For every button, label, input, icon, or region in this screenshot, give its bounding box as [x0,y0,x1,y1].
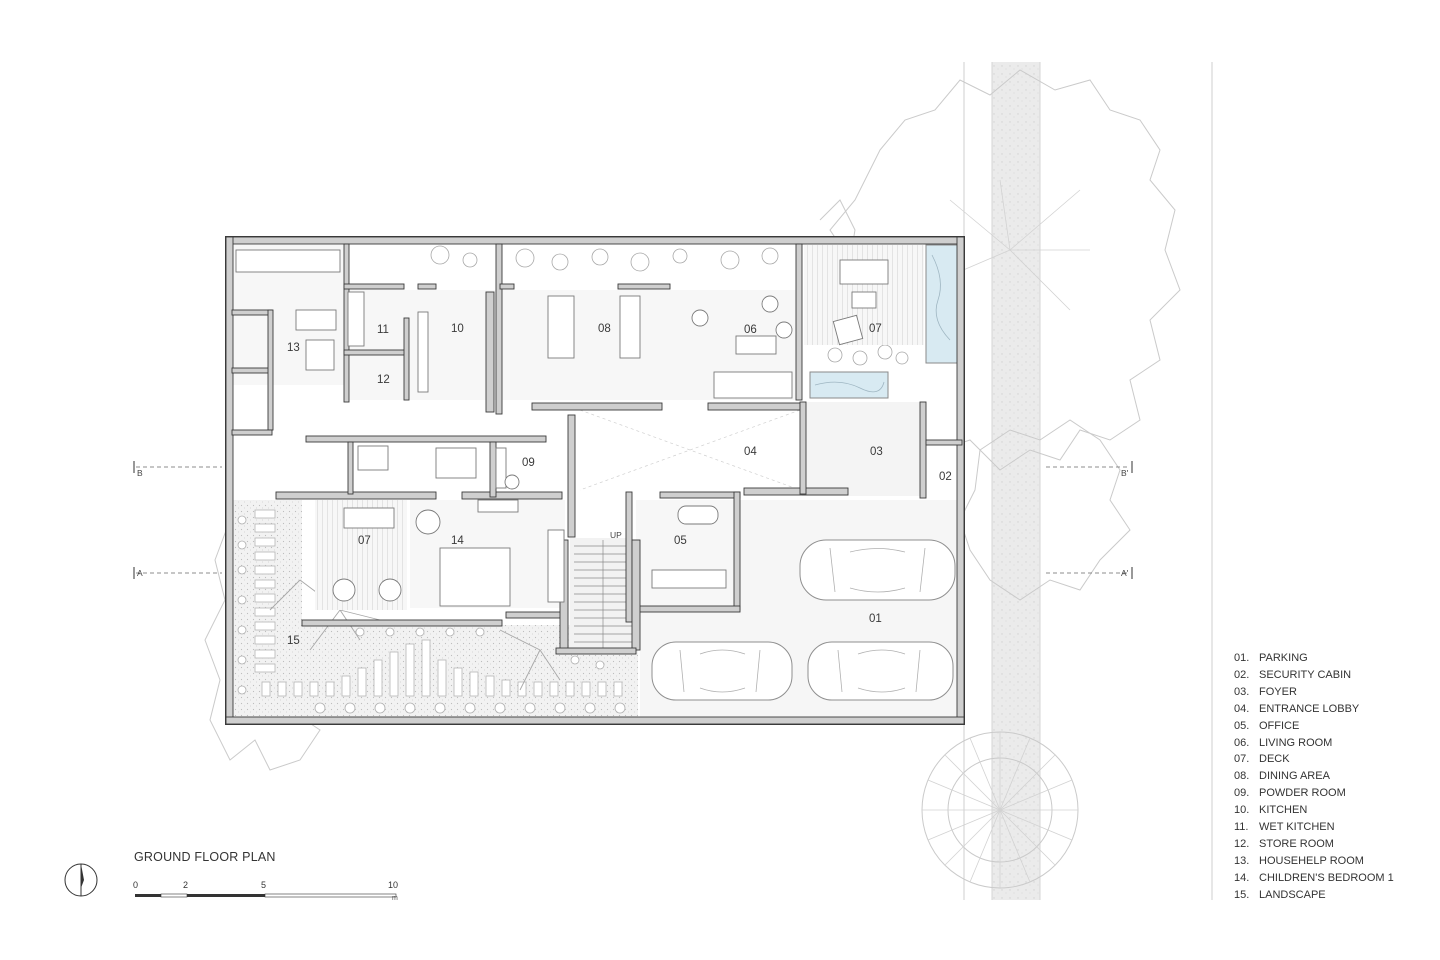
scale-bar [135,893,397,898]
legend-label: PARKING [1259,652,1308,664]
section-ticks [133,461,1133,579]
legend-number: 06. [1234,736,1250,749]
north-arrow-icon [64,863,98,897]
legend-item: 15. LANDSCAPE [1234,887,1394,904]
legend-label: SECURITY CABIN [1259,668,1352,681]
legend-label: KITCHEN [1259,804,1308,817]
room-legend: 01. PARKING 02. SECURITY CABIN 03. FOYER 04. EN… [1234,650,1394,904]
legend-item: 13. HOUSEHELP ROOM [1234,853,1394,870]
legend-item: 11. WET KITCHEN [1234,819,1394,836]
legend-item: 08. DINING AREA [1234,768,1394,785]
room-label: 09 [522,457,535,469]
legend-number: 10. [1234,804,1250,817]
legend-item: 14. CHILDREN'S BEDROOM 1 [1234,870,1394,887]
legend-label: DINING AREA [1259,770,1330,783]
stair [574,540,632,650]
legend-label: LIVING ROOM [1259,736,1333,749]
legend-number: 09. [1234,787,1250,800]
legend-label: POWDER ROOM [1259,787,1346,800]
scale-tick-label: 2 [183,880,189,890]
legend-label: ENTRANCE LOBBY [1259,702,1360,715]
legend-number: 15. [1234,888,1250,901]
legend-item: 07. DECK [1234,751,1394,768]
legend-label: CHILDREN'S BEDROOM 1 [1259,871,1394,884]
room-label: 14 [451,535,464,547]
legend-item: 02. SECURITY CABIN [1234,667,1394,684]
scale-tick-label: 5 [261,880,267,890]
legend-item: 10. KITCHEN [1234,802,1394,819]
north-planters [430,245,909,366]
landscape-area [232,500,638,718]
legend-number: 03. [1234,685,1250,698]
legend-item: 12. STORE ROOM [1234,836,1394,853]
legend-label: DECK [1259,753,1290,766]
section-lines [136,466,1130,574]
legend-number: 12. [1234,837,1250,850]
legend-number: 08. [1234,770,1250,783]
scale-tick-label: 10 [388,880,399,890]
legend-item: 04. ENTRANCE LOBBY [1234,701,1394,718]
legend-number: 14. [1234,871,1250,884]
scale-unit: m [392,895,398,902]
section-mark-b-left: B [137,468,143,478]
legend-number: 05. [1234,719,1250,732]
legend-item: 03. FOYER [1234,684,1394,701]
legend-number: 02. [1234,668,1250,681]
east-deck [804,244,961,399]
furniture [235,249,793,607]
scale-tick-label: 0 [133,880,139,890]
room-label: 01 [869,613,882,625]
legend-item: 05. OFFICE [1234,718,1394,735]
room-label: 07 [358,535,371,547]
room-label: 15 [287,635,300,647]
legend-number: 04. [1234,702,1250,715]
room-label: 04 [744,446,757,458]
foyer-floor [579,402,922,496]
room-label: 05 [674,535,687,547]
legend-item: 01. PARKING [1234,650,1394,667]
legend-label: WET KITCHEN [1259,821,1335,834]
section-mark-a-left: A [137,568,143,578]
legend-label: LANDSCAPE [1259,888,1326,901]
room-label: 02 [939,471,952,483]
legend-label: FOYER [1259,685,1297,698]
room-label: 13 [287,342,300,354]
legend-label: HOUSEHELP ROOM [1259,854,1364,867]
section-mark-b-right: B' [1121,468,1129,478]
room-label: 07 [869,323,882,335]
legend-item: 06. LIVING ROOM [1234,735,1394,752]
legend-number: 01. [1234,652,1250,664]
legend-number: 11. [1234,821,1249,834]
drawing-title: GROUND FLOOR PLAN [134,850,276,864]
section-mark-a-right: A' [1121,568,1129,578]
room-label: 12 [377,374,390,386]
walls [225,236,965,725]
stair-up-label: UP [610,530,622,540]
room-label: 10 [451,323,464,335]
legend-label: OFFICE [1259,719,1300,732]
legend-number: 13. [1234,854,1250,867]
legend-number: 07. [1234,753,1250,766]
room-label: 08 [598,323,611,335]
room-label: 03 [870,446,883,458]
legend-item: 09. POWDER ROOM [1234,785,1394,802]
room-label: 11 [377,324,389,336]
legend-label: STORE ROOM [1259,837,1334,850]
room-label: 06 [744,324,757,336]
